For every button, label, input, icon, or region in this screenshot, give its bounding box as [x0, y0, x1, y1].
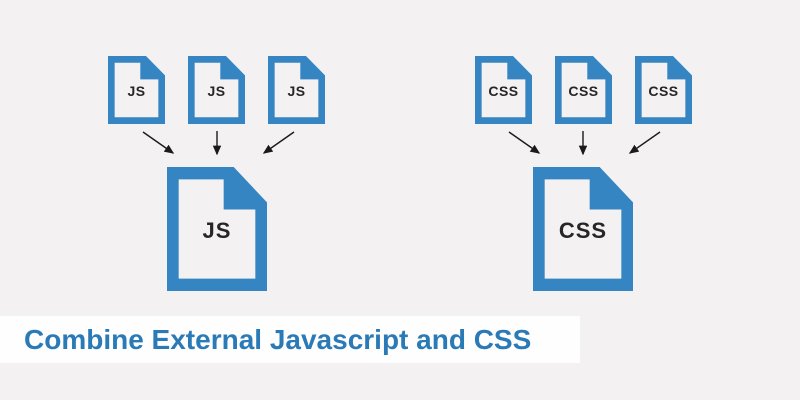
- file-shape-icon: [268, 56, 325, 124]
- file-shape-icon: [108, 56, 165, 124]
- arrow-js-left: [142, 131, 175, 154]
- arrow-js-right: [262, 131, 295, 154]
- file-shape-icon: [635, 56, 692, 124]
- file-label: CSS: [558, 218, 608, 243]
- file-label: JS: [202, 218, 232, 243]
- css-file-icon-small-2: CSS: [555, 56, 612, 124]
- js-file-icon-small-1: JS: [108, 56, 165, 124]
- css-file-icon-large: CSS: [533, 167, 633, 291]
- file-label: JS: [207, 83, 226, 100]
- file-label: CSS: [568, 83, 599, 100]
- js-file-icon-large: JS: [167, 167, 267, 291]
- css-file-icon-small-3: CSS: [635, 56, 692, 124]
- file-shape-icon: [167, 167, 267, 291]
- file-label: CSS: [488, 83, 519, 100]
- arrow-css-left: [508, 131, 541, 154]
- file-shape-icon: [555, 56, 612, 124]
- file-label: JS: [127, 83, 146, 100]
- file-shape-icon: [188, 56, 245, 124]
- file-label: CSS: [648, 83, 679, 100]
- file-shape-icon: [475, 56, 532, 124]
- arrow-css-right: [628, 131, 661, 154]
- page-title: Combine External Javascript and CSS: [24, 323, 532, 355]
- title-banner: Combine External Javascript and CSS: [0, 316, 580, 363]
- file-label: JS: [287, 83, 306, 100]
- file-shape-icon: [533, 167, 633, 291]
- css-file-icon-small-1: CSS: [475, 56, 532, 124]
- js-file-icon-small-3: JS: [268, 56, 325, 124]
- js-file-icon-small-2: JS: [188, 56, 245, 124]
